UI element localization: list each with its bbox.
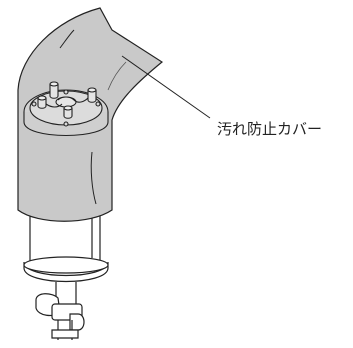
bottom-valve: [35, 282, 85, 340]
canister-top: [23, 81, 109, 136]
cover-crease: [90, 151, 97, 205]
dirt-cover-label: 汚れ防止カバー: [217, 120, 322, 138]
cover-crease: [107, 61, 127, 91]
callout-leader-line: [121, 55, 211, 119]
cover-crease: [59, 29, 75, 49]
